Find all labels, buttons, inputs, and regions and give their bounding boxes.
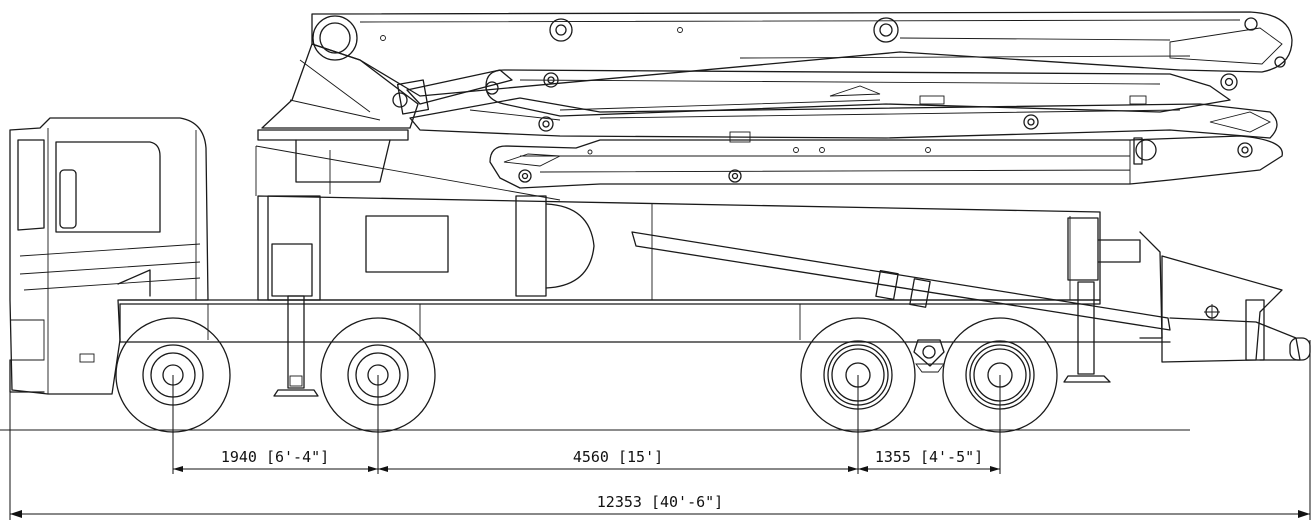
boom-assembly: [261, 11, 1293, 189]
dim-axle-1-2: 1940 [6'-4"]: [221, 448, 329, 466]
dim-axle-3-4: 1355 [4'-5"]: [875, 448, 983, 466]
dim-axle-2-3: 4560 [15']: [573, 448, 663, 466]
dimension-labels: 1940 [6'-4"] 4560 [15'] 1355 [4'-5"] 123…: [221, 448, 983, 511]
delivery-pipe: [631, 231, 1171, 331]
outriggers: [273, 281, 1111, 397]
concrete-hopper: [1161, 255, 1311, 363]
turret-pedestal: [255, 129, 561, 201]
dim-overall-length: 12353 [40'-6"]: [597, 493, 723, 511]
truck-chassis: [119, 195, 1171, 343]
spare-tank-bracket: [913, 339, 945, 373]
dimension-lines: [9, 340, 1311, 520]
truck-cab: [9, 117, 209, 395]
